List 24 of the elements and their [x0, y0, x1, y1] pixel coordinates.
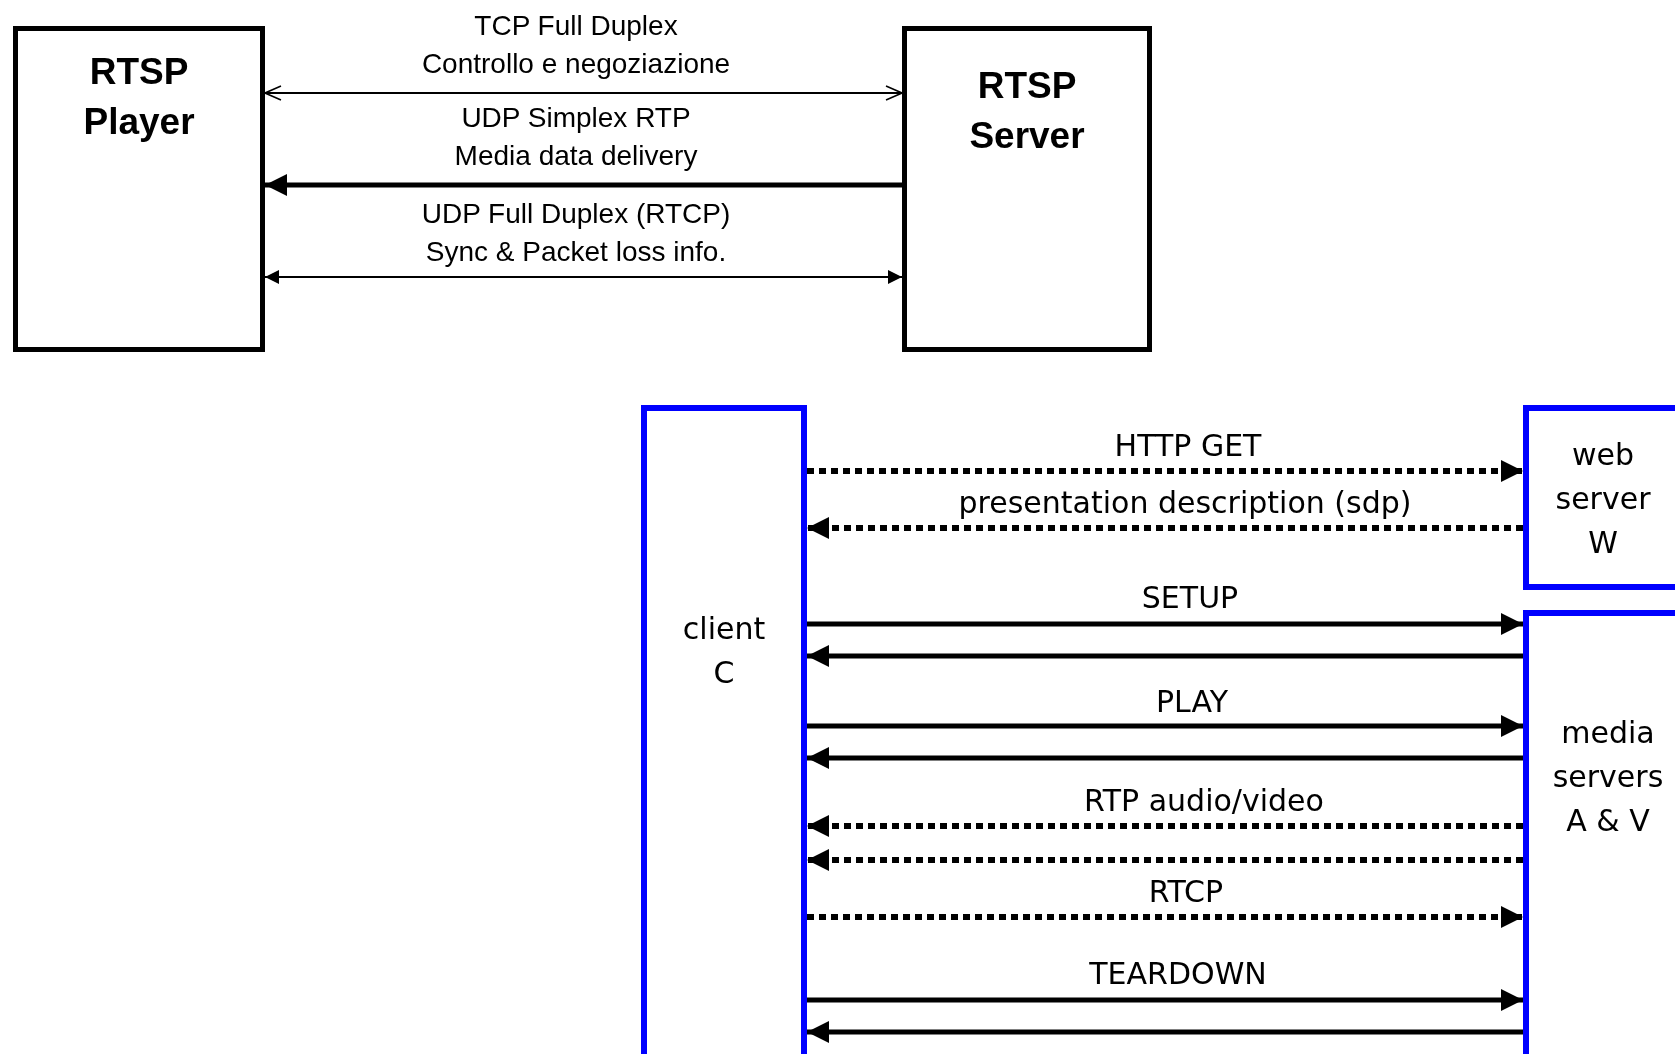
arrow	[807, 645, 1523, 667]
arrow	[807, 1021, 1523, 1043]
arrow	[807, 517, 1523, 539]
node-label: client C	[681, 610, 767, 692]
node-label: media servers A & V	[1551, 714, 1665, 840]
endpoint-box	[1523, 610, 1675, 1054]
arrow	[807, 815, 1523, 837]
component-box	[13, 26, 265, 352]
arrow	[807, 747, 1523, 769]
arrow	[807, 989, 1523, 1011]
arrow	[807, 715, 1523, 737]
node-label: web server W	[1554, 436, 1652, 562]
arrow	[807, 460, 1523, 482]
arrow	[807, 849, 1523, 871]
node-label: RTSP Server	[968, 64, 1086, 158]
component-box	[902, 26, 1152, 352]
arrow	[807, 613, 1523, 635]
node-label: RTSP Player	[82, 50, 196, 144]
arrow	[264, 85, 903, 101]
endpoint-box	[641, 405, 807, 1054]
arrow	[264, 270, 903, 284]
arrow	[807, 906, 1523, 928]
arrow	[265, 174, 902, 196]
endpoint-box	[1523, 405, 1675, 590]
